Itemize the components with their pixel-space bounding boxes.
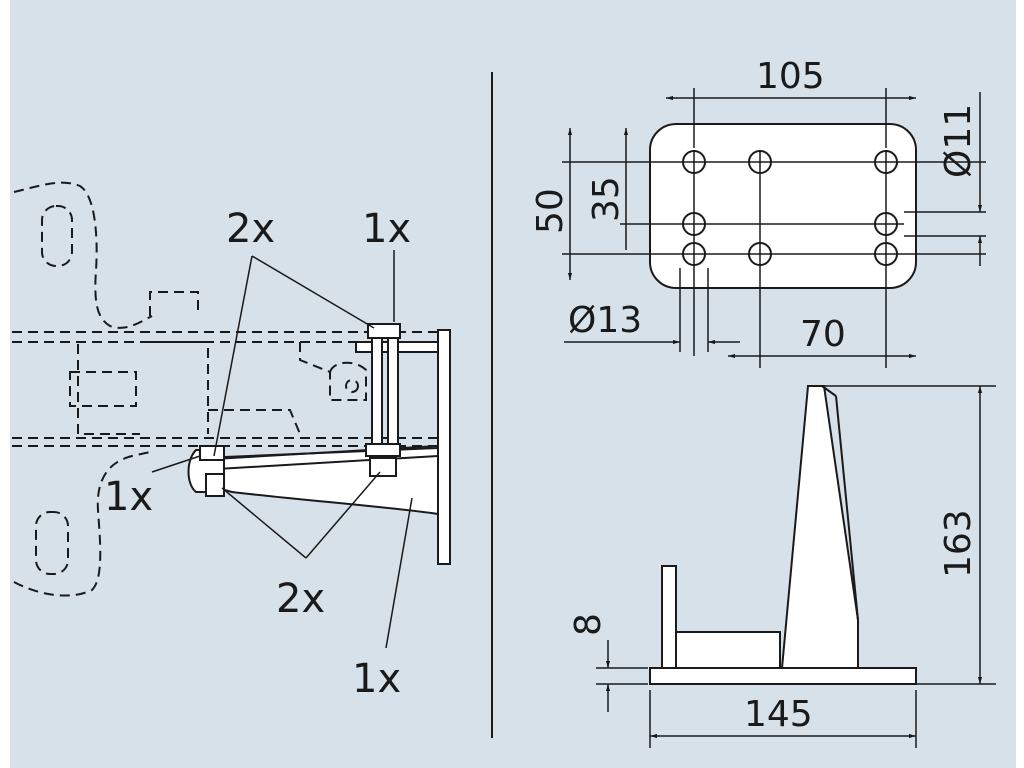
plate-dimension-lines: [562, 88, 986, 368]
callout-top-right: 1x: [362, 206, 411, 252]
leader-lines: [151, 250, 413, 649]
ball-mount-block: [675, 631, 781, 669]
callout-bottom-mid: 2x: [276, 576, 325, 622]
dim-width-105: 105: [756, 56, 825, 97]
dim-hole-dia-13: Ø13: [568, 300, 642, 341]
left-margin-strip: [0, 0, 10, 768]
callout-mid-left: 1x: [104, 474, 153, 520]
callout-bottom-right: 1x: [352, 656, 401, 702]
dim-height-35: 35: [586, 176, 627, 222]
dim-height-50: 50: [530, 188, 571, 234]
plate-top-view: [562, 88, 986, 368]
hitch-bracket: [187, 323, 451, 565]
side-dimension-lines: [596, 385, 996, 748]
assembly-view: [12, 181, 451, 649]
dim-spacing-70: 70: [800, 314, 846, 355]
mounting-plate-outline: [649, 123, 917, 289]
tall-upright: [780, 385, 859, 669]
dim-hole-dia-11: Ø11: [938, 104, 979, 178]
callout-top-left: 2x: [226, 206, 275, 252]
rear-upright: [661, 565, 677, 669]
base-plate: [649, 667, 917, 685]
dim-height-163: 163: [938, 509, 979, 578]
dim-base-145: 145: [744, 694, 813, 735]
right-margin-strip: [1016, 0, 1024, 768]
dim-thickness-8: 8: [568, 613, 609, 636]
side-view: [596, 385, 996, 748]
